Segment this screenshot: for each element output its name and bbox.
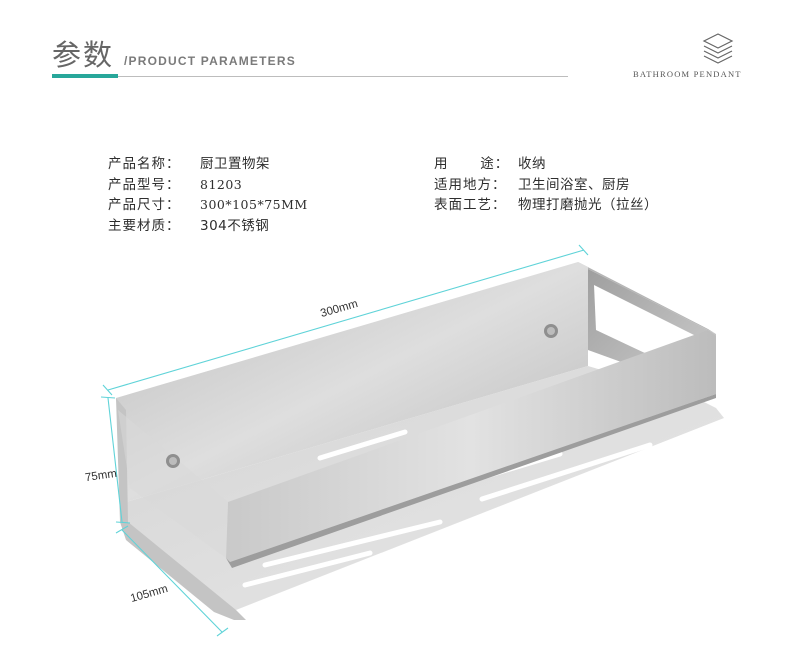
mount-screws [166,324,558,468]
front-lip [116,398,246,620]
spec-value: 81203 [200,177,243,192]
spec-row: 表面工艺： 物理打磨抛光（拉丝） [434,193,658,213]
spec-row: 适用地方： 卫生间浴室、厨房 [434,173,630,193]
spec-label: 表面工艺： [434,197,507,213]
left-end-panel [118,410,228,558]
spec-label: 产品尺寸： [108,197,181,213]
spec-row: 产品名称： 厨卫置物架 [108,152,270,172]
spec-value: 卫生间浴室、厨房 [518,177,630,193]
spec-label: 产品名称： [108,156,181,172]
spec-row: 产品型号： 81203 [108,173,242,193]
spec-row: 产品尺寸： 300*105*75MM [108,193,308,213]
front-rail [226,330,716,562]
dimension-lines [100,244,589,637]
title-divider [118,76,568,77]
spec-label: 用 途： [434,156,510,172]
stacked-layers-icon [702,33,734,64]
spec-label: 适用地方： [434,177,507,193]
spec-value: 厨卫置物架 [200,156,270,172]
spec-row: 用 途： 收纳 [434,152,546,172]
page-header: 参数 /PRODUCT PARAMETERS BATHROOM PENDANT [0,0,790,90]
spec-row: 主要材质： 304不锈钢 [108,214,269,234]
section-subtitle: /PRODUCT PARAMETERS [124,54,296,68]
spec-value: 收纳 [518,156,546,172]
section-title: 参数 [52,38,115,72]
spec-label: 主要材质： [108,218,181,234]
spec-label: 产品型号： [108,177,181,193]
title-accent-bar [52,74,118,78]
spec-value: 304不锈钢 [200,218,270,234]
spec-list: 产品名称：厨卫置物架 产品型号：81203 产品尺寸：300*105*75MM … [0,0,790,240]
spec-value: 物理打磨抛光（拉丝） [518,197,658,213]
brand-name: BATHROOM PENDANT [633,69,742,79]
back-panel [116,262,588,502]
spec-value: 300*105*75MM [200,197,308,212]
product-illustration [100,244,724,637]
